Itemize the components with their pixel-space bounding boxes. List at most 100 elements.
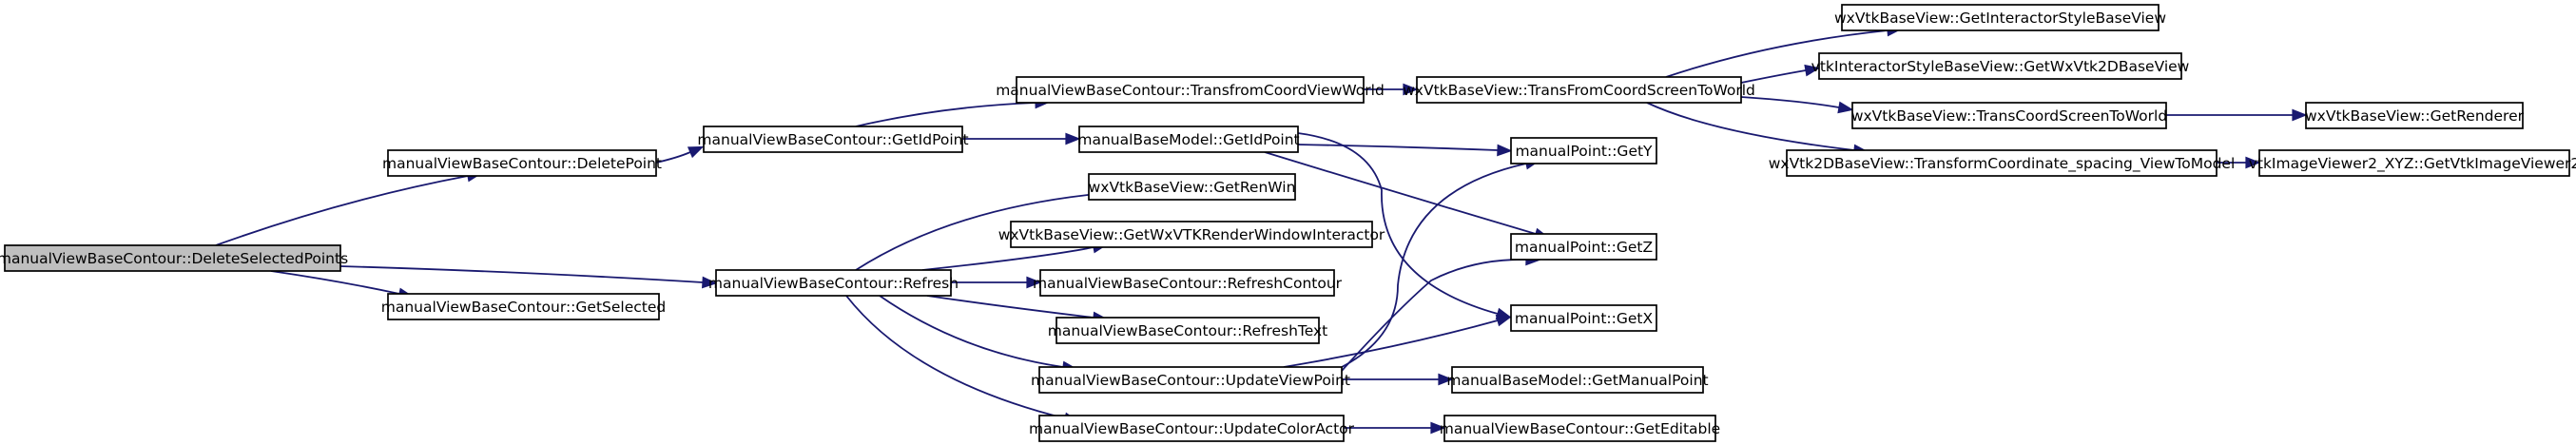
node-label: wxVtkBaseView::GetRenWin [1089, 179, 1296, 196]
edge-line [1341, 163, 1527, 368]
node-box[interactable] [1818, 52, 2182, 80]
arrowhead-icon [1403, 83, 1419, 96]
node-n0[interactable]: manualViewBaseContour::DeleteSelectedPoi… [0, 244, 348, 272]
edge-n7-to-n9 [1740, 64, 1821, 84]
node-box[interactable] [1039, 269, 1335, 297]
edge-line [215, 175, 469, 246]
node-label: manualViewBaseContour::GetSelected [381, 299, 666, 316]
node-box[interactable] [1016, 76, 1365, 104]
node-box[interactable] [1088, 173, 1296, 201]
arrowhead-icon [1804, 64, 1821, 77]
node-label: manualViewBaseContour::UpdateViewPoint [1031, 372, 1350, 389]
edge-line [879, 295, 1064, 368]
edge-line [1283, 319, 1499, 368]
node-n15[interactable]: manualPoint::GetZ [1510, 233, 1657, 261]
edge-line [1646, 102, 1855, 151]
edge-n3-to-n19 [951, 276, 1042, 289]
node-box[interactable] [1851, 102, 2167, 129]
edge-n0-to-n1 [215, 169, 483, 246]
node-box[interactable] [1038, 415, 1345, 442]
edge-n1-to-n4 [655, 145, 705, 164]
node-n7[interactable]: wxVtkBaseView::TransFromCoordScreenToWor… [1403, 76, 1755, 104]
node-box[interactable] [387, 149, 657, 177]
edge-line [1264, 151, 1537, 235]
node-box[interactable] [1451, 366, 1704, 394]
arrowhead-icon [1438, 373, 1454, 386]
node-n9[interactable]: vtkInteractorStyleBaseView::GetWxVtk2DBa… [1811, 52, 2190, 80]
node-box[interactable] [1510, 137, 1657, 164]
arrowhead-icon [687, 145, 705, 159]
node-box[interactable] [1078, 126, 1299, 153]
node-n13[interactable]: vtkImageViewer2_XYZ::GetVtkImageViewer2 [2249, 149, 2576, 177]
node-n16[interactable]: manualPoint::GetX [1510, 304, 1657, 332]
node-n8[interactable]: wxVtkBaseView::GetInteractorStyleBaseVie… [1834, 4, 2166, 31]
node-n21[interactable]: manualViewBaseContour::UpdateViewPoint [1031, 366, 1350, 394]
node-n19[interactable]: manualViewBaseContour::RefreshContour [1033, 269, 1343, 297]
edge-line [655, 151, 691, 164]
node-n18[interactable]: wxVtkBaseView::GetWxVTKRenderWindowInter… [998, 221, 1385, 248]
edge-n3-to-n22 [845, 295, 1080, 425]
edge-n21-to-n15 [1341, 253, 1541, 372]
node-label: wxVtkBaseView::TransFromCoordScreenToWor… [1403, 82, 1755, 99]
node-label: manualViewBaseContour::DeletePoint [382, 155, 662, 172]
root-node-box[interactable] [4, 244, 341, 272]
arrowhead-icon [1495, 315, 1513, 327]
node-n2[interactable]: manualViewBaseContour::GetSelected [381, 293, 666, 320]
node-label: wxVtkBaseView::GetRenderer [2305, 107, 2525, 125]
node-label: manualPoint::GetY [1515, 143, 1653, 160]
node-label: manualViewBaseContour::RefreshContour [1033, 275, 1343, 292]
edge-line [921, 246, 1094, 271]
edge-line [1297, 144, 1499, 151]
node-box[interactable] [1841, 4, 2160, 31]
node-box[interactable] [1510, 304, 1657, 332]
arrowhead-icon [702, 276, 718, 289]
node-n1[interactable]: manualViewBaseContour::DeletePoint [382, 149, 662, 177]
node-label: manualViewBaseContour::GetIdPoint [697, 131, 968, 148]
node-label: manualViewBaseContour::TransfromCoordVie… [996, 82, 1385, 99]
node-label: manualViewBaseContour::DeleteSelectedPoi… [0, 250, 348, 267]
node-n11[interactable]: wxVtk2DBaseView::TransformCoordinate_spa… [1769, 149, 2236, 177]
node-box[interactable] [1786, 149, 2218, 177]
edge-line [1297, 132, 1499, 315]
edge-n7-to-n10 [1740, 96, 1854, 114]
node-n23[interactable]: manualBaseModel::GetManualPoint [1446, 366, 1709, 394]
node-label: vtkInteractorStyleBaseView::GetWxVtk2DBa… [1811, 58, 2190, 75]
node-n6[interactable]: manualBaseModel::GetIdPoint [1077, 126, 1300, 153]
node-label: wxVtk2DBaseView::TransformCoordinate_spa… [1769, 155, 2236, 173]
node-label: manualPoint::GetZ [1515, 239, 1653, 256]
node-box[interactable] [1010, 221, 1373, 248]
node-box[interactable] [1416, 76, 1742, 104]
node-n17[interactable]: wxVtkBaseView::GetRenWin [1088, 173, 1296, 201]
nodes: manualViewBaseContour::DeleteSelectedPoi… [0, 4, 2576, 442]
node-box[interactable] [1038, 366, 1343, 394]
arrowhead-icon [1497, 144, 1513, 157]
node-box[interactable] [715, 269, 952, 297]
node-box[interactable] [1056, 317, 1320, 344]
node-n12[interactable]: wxVtkBaseView::GetRenderer [2305, 102, 2525, 129]
node-box[interactable] [1443, 415, 1716, 442]
node-label: manualViewBaseContour::GetEditable [1440, 420, 1720, 437]
node-n5[interactable]: manualViewBaseContour::TransfromCoordVie… [996, 76, 1385, 104]
edge-line [855, 102, 1036, 127]
node-box[interactable] [387, 293, 660, 320]
node-box[interactable] [2305, 102, 2524, 129]
edge-line [1740, 69, 1807, 84]
node-box[interactable] [2258, 149, 2570, 177]
edge-line [1341, 259, 1527, 372]
node-n24[interactable]: manualViewBaseContour::GetEditable [1440, 415, 1720, 442]
node-n14[interactable]: manualPoint::GetY [1510, 137, 1657, 164]
node-n20[interactable]: manualViewBaseContour::RefreshText [1048, 317, 1328, 344]
node-label: vtkImageViewer2_XYZ::GetVtkImageViewer2 [2249, 155, 2576, 173]
node-box[interactable] [1510, 233, 1657, 261]
edge-line [855, 193, 1097, 271]
edge-n0-to-n3 [339, 265, 718, 289]
node-n22[interactable]: manualViewBaseContour::UpdateColorActor [1029, 415, 1355, 442]
edge-line [339, 265, 704, 283]
edge-n5-to-n7 [1364, 83, 1419, 96]
node-n4[interactable]: manualViewBaseContour::GetIdPoint [697, 126, 969, 153]
node-label: manualViewBaseContour::RefreshText [1048, 322, 1328, 339]
node-n10[interactable]: wxVtkBaseView::TransCoordScreenToWorld [1851, 102, 2167, 129]
node-n3[interactable]: manualViewBaseContour::Refresh [708, 269, 959, 297]
node-box[interactable] [703, 126, 963, 153]
